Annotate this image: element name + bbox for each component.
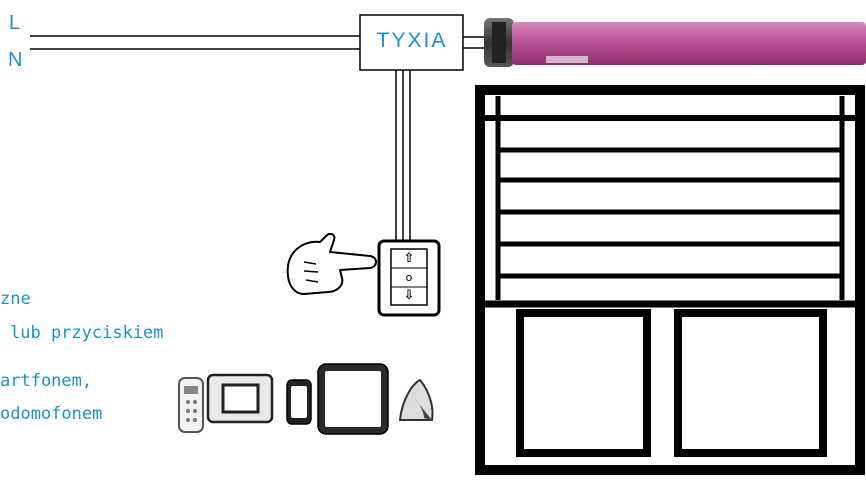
supply-wires	[30, 36, 360, 49]
motor-wires	[463, 37, 484, 48]
roller-motor-icon	[484, 18, 866, 67]
wire-l-label: L	[9, 12, 20, 35]
switch-up-icon: ⇧	[400, 249, 418, 268]
sensor-icon	[400, 380, 433, 420]
controller-label: TYXIA	[364, 29, 460, 53]
wire-n-label: N	[8, 49, 22, 72]
switch-stop-icon: o	[400, 268, 418, 287]
description-line-2: lub przyciskiem	[10, 323, 164, 343]
wall-panel-icon	[208, 375, 272, 422]
roller-shutter-icon	[475, 85, 866, 480]
description-line-1: zne	[0, 289, 31, 309]
switch-wires	[396, 70, 410, 241]
pointing-hand-icon	[288, 234, 376, 294]
tablet-icon	[318, 364, 388, 434]
smartphone-icon	[287, 380, 311, 424]
description-line-3: artfonem,	[0, 371, 92, 391]
remote-control-icon	[179, 378, 203, 432]
description-line-4: odomofonem	[0, 404, 102, 424]
switch-down-icon: ⇩	[400, 287, 418, 305]
